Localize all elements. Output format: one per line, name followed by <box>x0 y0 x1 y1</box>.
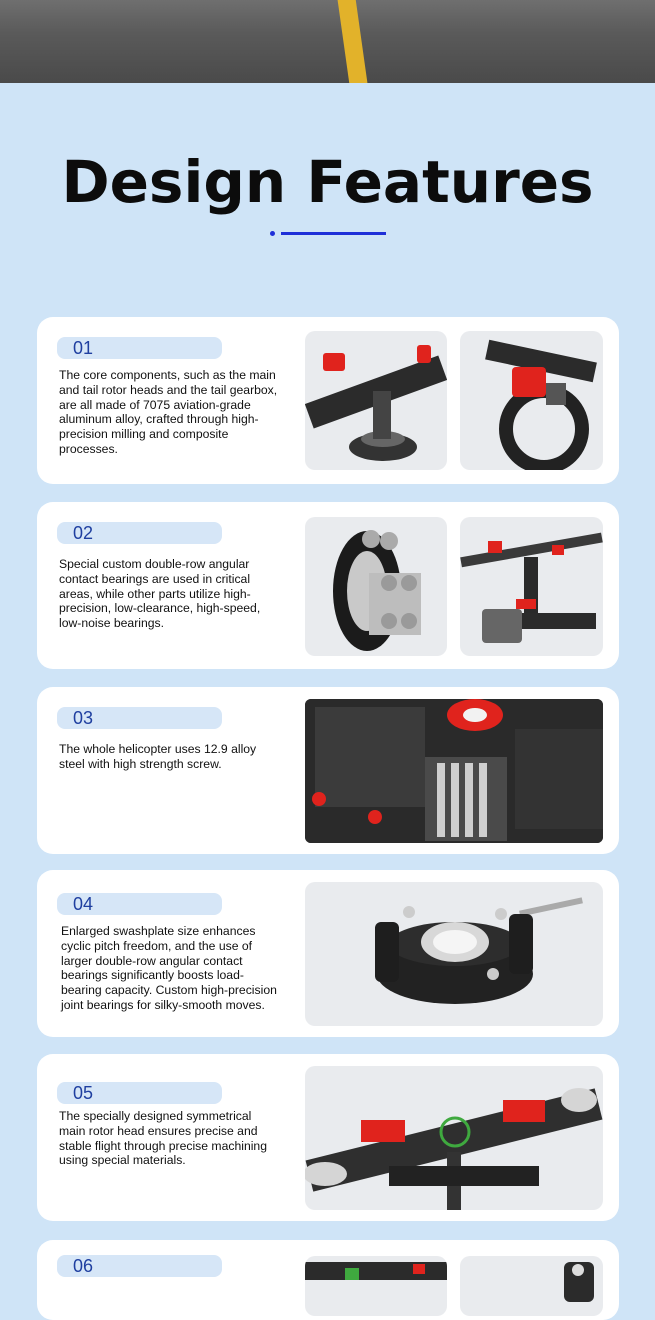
rotor-detail-image <box>305 1256 447 1316</box>
feature-card-04: 04 Enlarged swashplate size enhances cyc… <box>37 870 619 1037</box>
tail-gearbox-image <box>460 331 603 470</box>
feature-number-badge: 06 <box>57 1255 222 1277</box>
feature-description: Enlarged swashplate size enhances cyclic… <box>61 924 277 1012</box>
feature-card-05: 05 The specially designed symmetrical ma… <box>37 1054 619 1221</box>
feature-card-02: 02 Special custom double-row angular con… <box>37 502 619 669</box>
feature-description: The core components, such as the main an… <box>59 368 278 456</box>
title-underline-dot <box>270 231 275 236</box>
tail-detail-image <box>460 1256 603 1316</box>
feature-number-badge: 05 <box>57 1082 222 1104</box>
feature-number-badge: 02 <box>57 522 222 544</box>
rotor-head-image <box>305 331 447 470</box>
feature-description: The specially designed symmetrical main … <box>59 1109 267 1168</box>
feature-card-03: 03 The whole helicopter uses 12.9 alloy … <box>37 687 619 854</box>
page-title: Design Features <box>61 148 594 216</box>
feature-number-badge: 01 <box>57 337 222 359</box>
feature-card-06: 06 <box>37 1240 619 1320</box>
hero-road-image <box>0 0 655 83</box>
rotor-assembly-image <box>460 517 603 656</box>
main-rotor-head-image <box>305 1066 603 1210</box>
title-underline <box>281 232 386 235</box>
frame-screws-image <box>305 699 603 843</box>
feature-card-01: 01 The core components, such as the main… <box>37 317 619 484</box>
road-lane-marking <box>336 0 370 83</box>
feature-number-badge: 03 <box>57 707 222 729</box>
feature-description: The whole helicopter uses 12.9 alloy ste… <box>59 742 257 771</box>
swashplate-image <box>305 882 603 1026</box>
feature-number-badge: 04 <box>57 893 222 915</box>
feature-description: Special custom double-row angular contac… <box>59 557 261 631</box>
bearing-image <box>305 517 447 656</box>
